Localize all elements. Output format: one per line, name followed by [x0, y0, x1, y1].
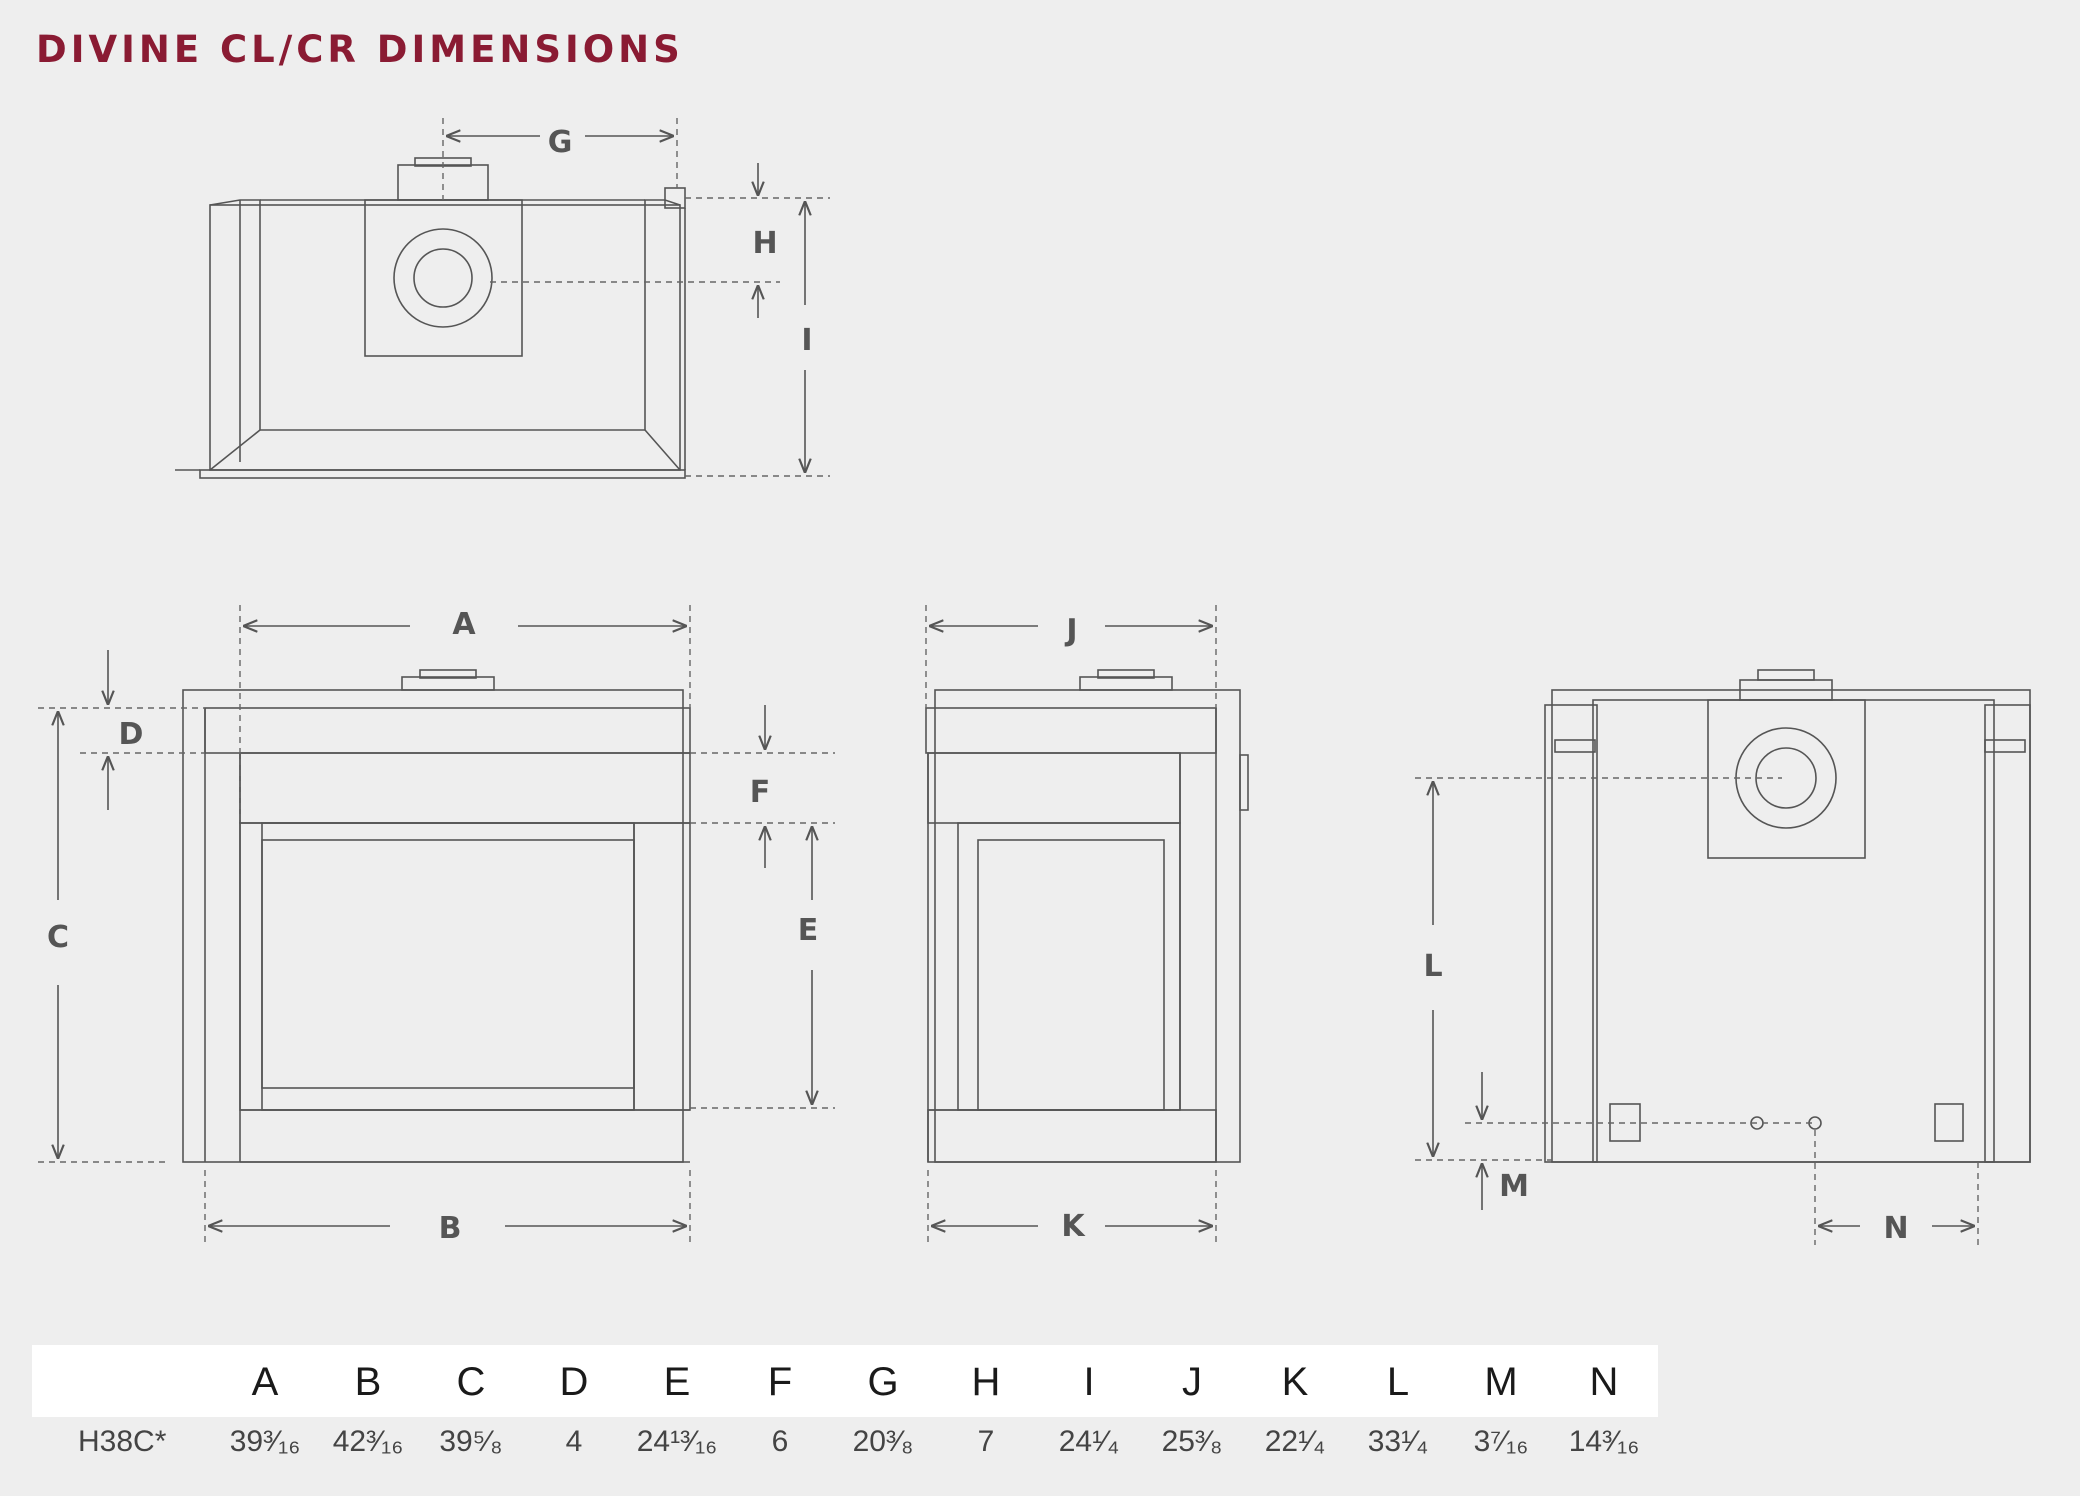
label-E: E [798, 913, 819, 948]
cell-N: 14³⁄₁₆ [1568, 1425, 1640, 1458]
label-J: J [1064, 613, 1077, 648]
dim-J [925, 605, 1217, 708]
side-view [925, 669, 1249, 1163]
cell-K: 22¹⁄₄ [1264, 1425, 1326, 1458]
cell-G: 20³⁄₈ [852, 1425, 914, 1458]
cell-B: 42³⁄₁₆ [332, 1425, 404, 1458]
dim-I [685, 201, 830, 477]
dim-A [239, 605, 691, 823]
col-header-E: E [663, 1360, 691, 1404]
col-header-G: G [867, 1360, 899, 1404]
col-header-J: J [1182, 1360, 1202, 1404]
col-header-L: L [1386, 1360, 1410, 1404]
cell-J: 25³⁄₈ [1161, 1425, 1223, 1458]
dim-M [1465, 1072, 1812, 1210]
label-A: A [452, 607, 476, 642]
label-B: B [439, 1211, 462, 1246]
label-I: I [801, 323, 812, 358]
col-header-F: F [767, 1360, 793, 1404]
dim-C [38, 707, 205, 1163]
cell-L: 33¹⁄₄ [1367, 1425, 1429, 1458]
label-C: C [47, 920, 69, 955]
cell-I: 24¹⁄₄ [1058, 1425, 1120, 1458]
col-header-C: C [456, 1360, 486, 1404]
row-label-model: H38C* [78, 1425, 167, 1458]
col-header-D: D [559, 1360, 589, 1404]
label-M: M [1499, 1169, 1529, 1204]
col-header-B: B [354, 1360, 382, 1404]
page-title: DIVINE CL/CR DIMENSIONS [36, 28, 684, 71]
col-header-K: K [1281, 1360, 1309, 1404]
dim-H [490, 163, 830, 318]
label-D: D [119, 717, 144, 752]
top-view [175, 157, 686, 479]
dim-F [690, 705, 835, 868]
col-header-H: H [971, 1360, 1001, 1404]
col-header-A: A [251, 1360, 279, 1404]
cell-C: 39⁵⁄₈ [439, 1425, 503, 1458]
label-G: G [548, 125, 573, 160]
cell-M: 3⁷⁄₁₆ [1473, 1425, 1529, 1458]
col-header-M: M [1484, 1360, 1518, 1404]
dim-N [1814, 1130, 1979, 1245]
label-K: K [1061, 1209, 1086, 1244]
cell-A: 39³⁄₁₆ [229, 1425, 301, 1458]
cell-E: 24¹³⁄₁₆ [636, 1425, 718, 1458]
dim-K [927, 1170, 1217, 1245]
label-N: N [1883, 1211, 1908, 1246]
dim-E [690, 826, 835, 1109]
cell-H: 7 [977, 1425, 995, 1458]
col-header-N: N [1589, 1360, 1619, 1404]
back-view [1544, 669, 2031, 1163]
front-view [182, 669, 691, 1163]
dim-G [442, 118, 678, 200]
label-F: F [750, 775, 771, 810]
dim-D [80, 650, 205, 810]
dim-L [1415, 777, 1782, 1161]
label-L: L [1423, 949, 1442, 984]
dim-B [204, 1170, 691, 1245]
cell-D: 4 [565, 1425, 583, 1458]
label-H: H [752, 226, 777, 261]
dimension-drawings: G H I A B C D F E J K L M N [38, 118, 2031, 1246]
cell-F: 6 [771, 1425, 789, 1458]
table-header-row [32, 1345, 1658, 1417]
col-header-I: I [1083, 1360, 1095, 1404]
